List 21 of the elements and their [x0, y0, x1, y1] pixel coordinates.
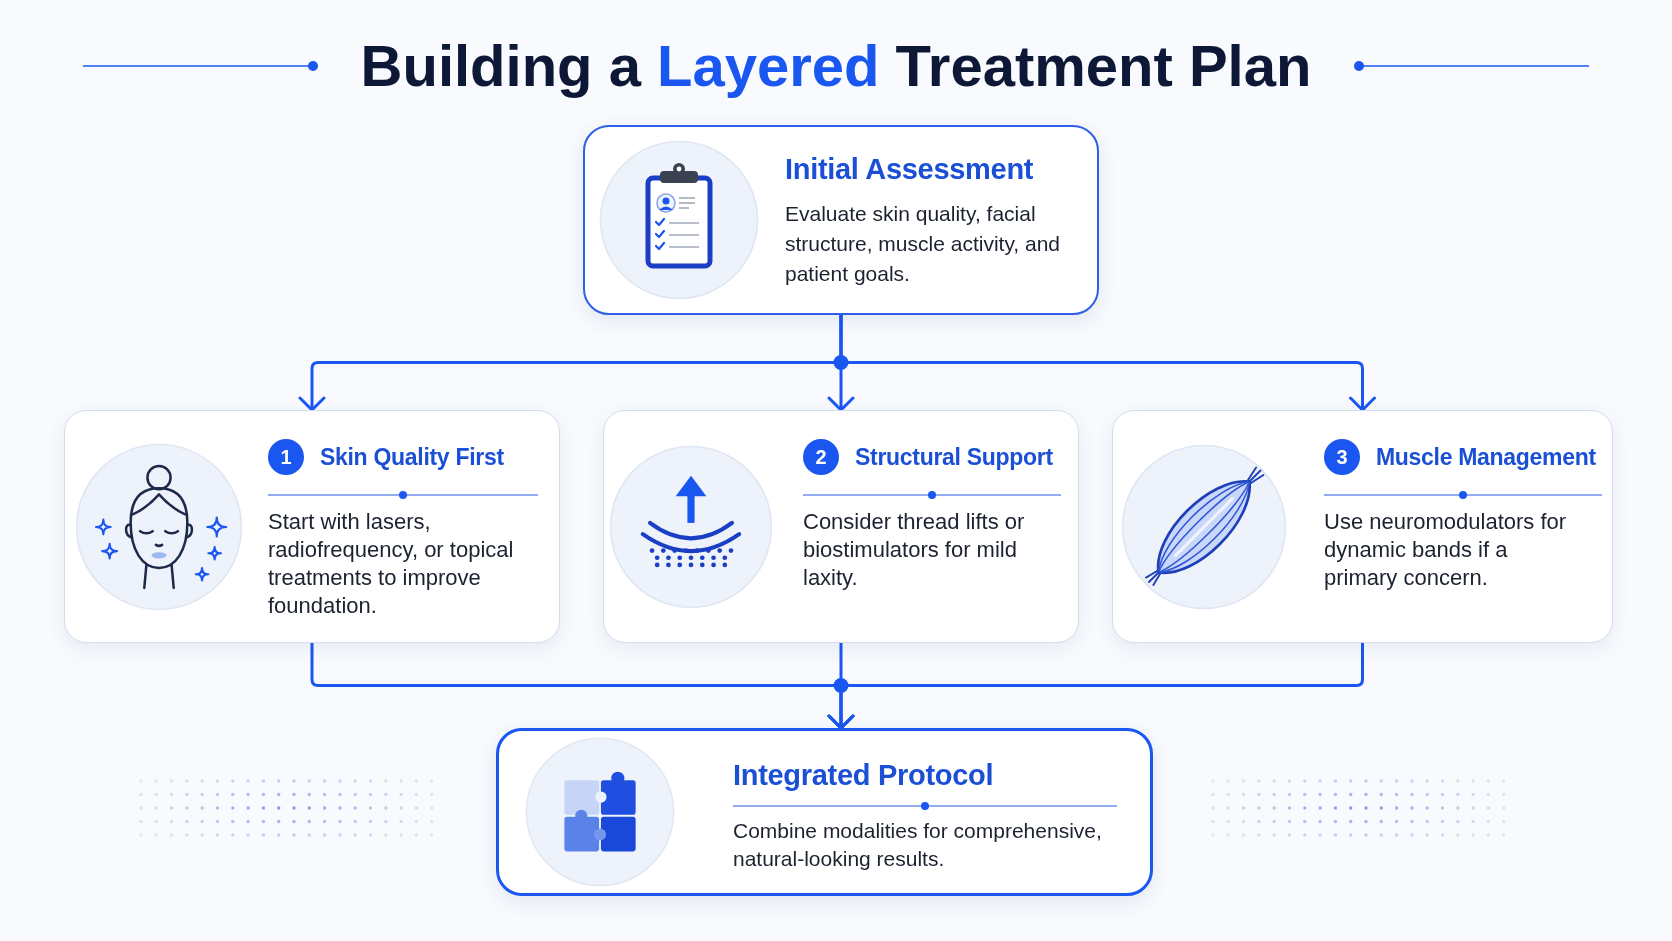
step-description: Consider thread lifts or biostimulators for mild laxity. — [803, 508, 1026, 592]
step-heading: Initial Assessment — [785, 152, 1034, 187]
arrow — [827, 643, 1364, 730]
step-card — [603, 410, 1079, 643]
step-number: 1 — [268, 439, 304, 475]
step-heading: Skin Quality First — [320, 443, 504, 472]
step-description: Start with lasers, radiofrequency, or topical treatments to improve foundation. — [268, 508, 515, 620]
step-heading: Integrated Protocol — [733, 758, 994, 793]
title: Building a Layered Treatment Plan — [360, 32, 1312, 100]
step-card — [64, 410, 560, 643]
step-description: Combine modalities for comprehensive, natural-looking results. — [733, 818, 1103, 872]
step-description: Use neuromodulators for dynamic bands if a primary concern. — [1324, 508, 1568, 592]
arrow — [839, 315, 1376, 412]
step-heading: Structural Support — [855, 443, 1053, 472]
step-card — [496, 728, 1153, 896]
step-card — [1112, 410, 1613, 643]
step-number: 3 — [1324, 439, 1360, 475]
step-description: Evaluate skin quality, facial structure, muscle activity, and patient goals. — [785, 201, 1062, 287]
step-card — [583, 125, 1099, 315]
step-number: 2 — [803, 439, 839, 475]
step-heading: Muscle Management — [1376, 443, 1596, 472]
